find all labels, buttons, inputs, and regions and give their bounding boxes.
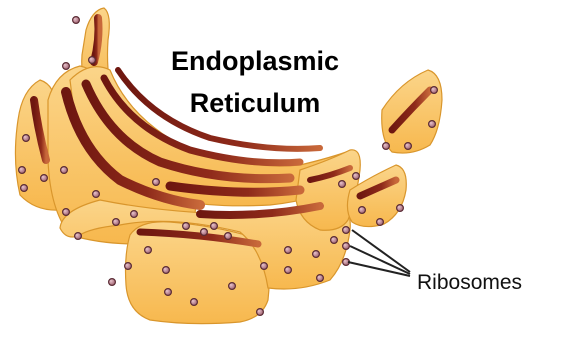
ribosome-dot xyxy=(343,227,350,234)
ribosome-dot xyxy=(405,143,412,150)
ribosomes-label: Ribosomes xyxy=(417,270,522,296)
ribosome-dot xyxy=(19,167,26,174)
ribosome-dot xyxy=(183,223,190,230)
ribosome-dot xyxy=(125,263,132,270)
ribosome-dot xyxy=(131,211,138,218)
ribosome-dot xyxy=(229,283,236,290)
ribosome-dot xyxy=(41,175,48,182)
ribosome-dot xyxy=(343,243,350,250)
title-line-1: Endoplasmic xyxy=(130,46,380,76)
ribosome-dot xyxy=(21,185,28,192)
ribosome-dot xyxy=(165,289,172,296)
ribosome-dot xyxy=(23,135,30,142)
ribosome-dot xyxy=(383,143,390,150)
ribosome-dot xyxy=(73,17,80,24)
ribosome-dot xyxy=(353,173,360,180)
ribosome-dot xyxy=(339,181,346,188)
ribosome-dot xyxy=(61,167,68,174)
ribosome-dot xyxy=(109,279,116,286)
ribosome-dot xyxy=(377,219,384,226)
ribosome-dot xyxy=(359,207,366,214)
ribosome-dot xyxy=(89,57,96,64)
ribosome-dot xyxy=(285,267,292,274)
ribosome-dot xyxy=(93,191,100,198)
ribosome-dot xyxy=(63,63,70,70)
title-line-2: Reticulum xyxy=(130,88,380,118)
ribosome-dot xyxy=(153,179,160,186)
ribosome-dot xyxy=(201,229,208,236)
lumen-top-lobe xyxy=(94,18,99,62)
ribosome-dot xyxy=(113,219,120,226)
ribosome-dot xyxy=(397,205,404,212)
ribosome-dot xyxy=(317,275,324,282)
ribosome-dot xyxy=(429,121,436,128)
ribosome-dot xyxy=(63,209,70,216)
ribosome-dot xyxy=(225,233,232,240)
ribosome-dot xyxy=(211,223,218,230)
ribosome-dot xyxy=(163,267,170,274)
ribosome-dot xyxy=(285,247,292,254)
ribosome-dot xyxy=(257,309,264,316)
ribosome-dot xyxy=(261,263,268,270)
ribosome-dot xyxy=(431,87,438,94)
ribosome-dot xyxy=(145,247,152,254)
ribosome-dot xyxy=(75,233,82,240)
ribosome-dot xyxy=(191,299,198,306)
ribosome-leader-lines xyxy=(348,230,410,276)
ribosome-dot xyxy=(331,237,338,244)
ribosome-dot xyxy=(313,251,320,258)
